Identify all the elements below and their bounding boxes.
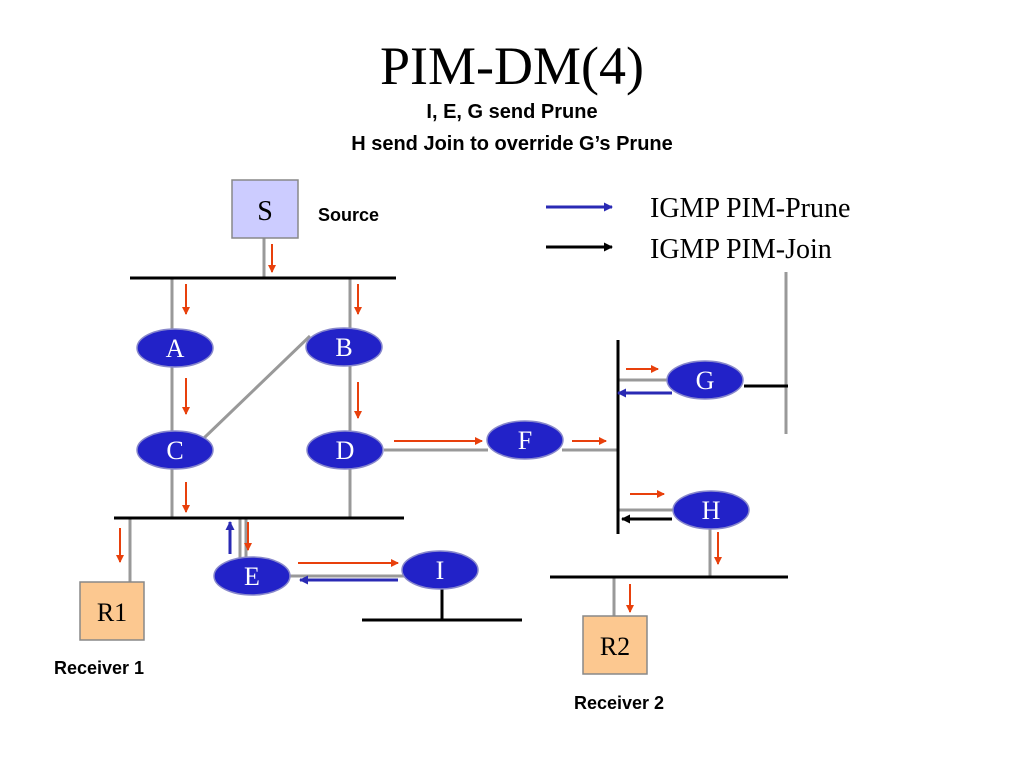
router-i: I [401,550,479,590]
router-f-label: F [518,426,532,455]
router-h: H [672,490,750,530]
router-g-label: G [696,366,715,395]
router-a: A [136,328,214,368]
legend-join-label: IGMP PIM-Join [650,234,832,265]
receiver1-box [79,581,145,641]
router-g: G [666,360,744,400]
router-f: F [486,420,564,460]
lan-segments [114,276,788,622]
router-d-label: D [336,436,355,465]
router-a-label: A [166,334,185,363]
router-e-label: E [244,562,260,591]
slide-title: PIM-DM(4) [380,36,644,96]
source-label: S [257,196,273,227]
data-arrows [116,244,722,613]
source-caption: Source [318,205,379,225]
router-h-label: H [702,496,721,525]
router-e: E [213,556,291,596]
receiver2-caption: Receiver 2 [574,693,664,713]
router-b: B [305,327,383,367]
source-box [231,179,299,239]
legend-prune-label: IGMP PIM-Prune [650,193,850,224]
receiver1-caption: Receiver 1 [54,658,144,678]
slide-subtitle-line2: H send Join to override G’s Prune [351,133,673,155]
slide-subtitle-line1: I, E, G send Prune [426,101,597,123]
prune-arrows [225,388,672,585]
receiver2-label: R2 [600,632,630,661]
receiver2-box [582,615,648,675]
link-c-b [202,334,312,440]
router-d: D [306,430,384,470]
router-i-label: I [436,556,445,585]
router-b-label: B [335,333,352,362]
receiver1-label: R1 [97,598,127,627]
router-c-label: C [166,436,183,465]
router-c: C [136,430,214,470]
